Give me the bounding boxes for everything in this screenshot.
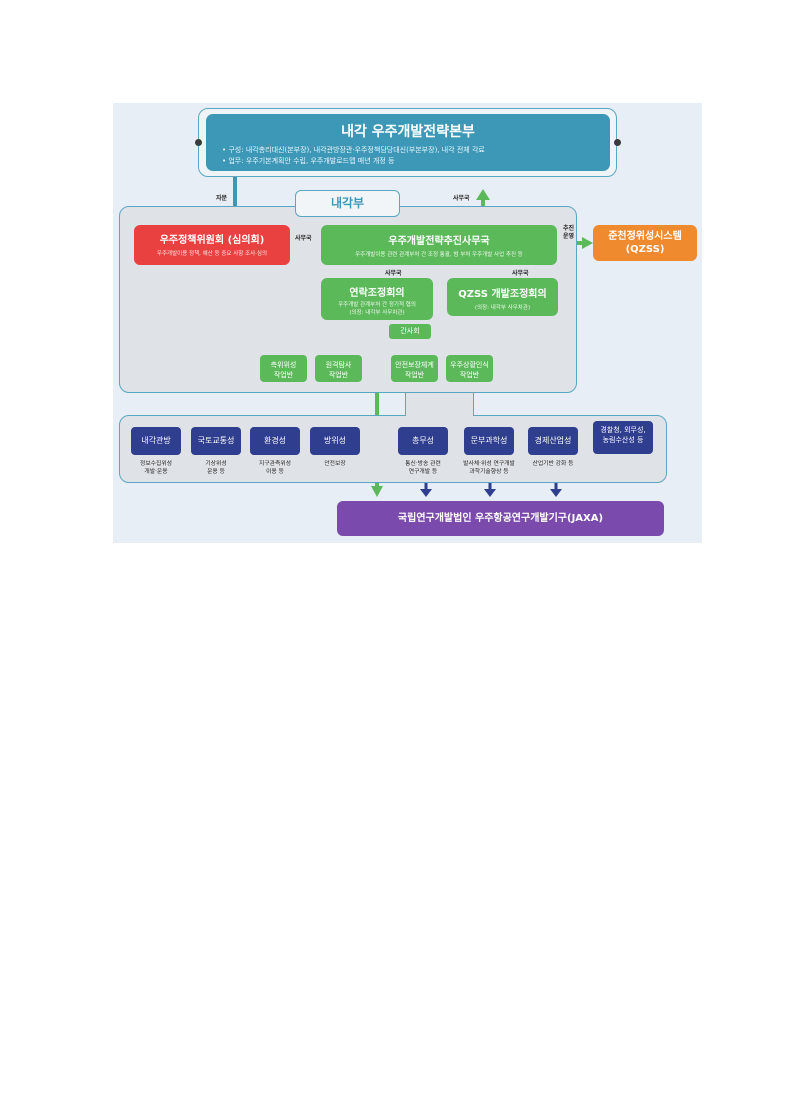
secretariat-up-label: 사무국	[453, 195, 470, 202]
headquarters-title: 내각 우주개발전략본부	[341, 124, 475, 140]
headquarters-box: 내각 우주개발전략본부 • 구성: 내각총리대신(본부장), 내각관방장관·우주…	[206, 114, 610, 171]
qzss-council-box: QZSS 개발조정회의 (의장: 내각부 사무차관)	[447, 278, 558, 316]
secretariat-qzss-label: 사무국	[512, 270, 529, 277]
ministry-desc-line: 정보수집위성	[140, 461, 172, 467]
jaxa-box: 국립연구개발법인 우주항공연구개발기구(JAXA)	[337, 501, 664, 536]
working-group-label: 작업반	[273, 371, 294, 379]
ministry-others-line1: 경찰청, 외무성,	[600, 426, 646, 434]
ministry-desc: 발사체·위성 연구개발 과학기술향상 등	[449, 460, 529, 476]
ministry-desc-line: 연구개발 등	[408, 469, 438, 475]
working-group-label: 작업반	[328, 371, 349, 379]
qzss-system-line1: 준천정위성시스템	[608, 231, 682, 242]
frame-dot-left	[195, 139, 202, 146]
ministry-desc-line: 이용 등	[266, 469, 284, 475]
qzss-council-title: QZSS 개발조정회의	[458, 289, 547, 300]
liaison-desc2: (의장: 내각부 사무차관)	[349, 309, 405, 316]
ministry-desc-line: 산업기반 강화 등	[532, 461, 574, 467]
working-group-label: 측위위성	[270, 361, 297, 369]
working-group-label: 안전보장체계	[395, 361, 434, 369]
secretariat-desc: 우주개발이용 관련 관계부처 간 조정 통괄, 범 부처 우주개발 사업 추진 …	[355, 252, 523, 258]
ministry-meti: 경제산업성	[528, 427, 578, 455]
ministry-cabinet-secretariat: 내각관방	[131, 427, 181, 455]
ministry-desc: 통신·방송 관련 연구개발 등	[388, 460, 458, 476]
ministry-arrow-1	[420, 489, 432, 497]
qzss-system-line2: (QZSS)	[625, 244, 665, 255]
ministry-desc: 정보수집위성 개발·운용	[121, 460, 191, 476]
ministry-desc: 산업기반 강화 등	[518, 460, 588, 468]
liaison-title: 연락조정회의	[349, 288, 405, 299]
secretariat-up-arrow-head	[476, 189, 490, 200]
report-label: 자문	[216, 195, 228, 202]
headquarters-line1: • 구성: 내각총리대신(본부장), 내각관방장관·우주정책담당대신(부본부장)…	[222, 146, 485, 154]
headquarters-line2: • 업무: 우주기본계획안 수립, 우주개발로드맵 매년 개정 등	[222, 157, 395, 165]
ministry-desc: 안전보장	[300, 460, 370, 468]
ministry-desc-line: 안전보장	[324, 461, 346, 467]
container-connector	[405, 393, 474, 416]
ministry-desc-line: 통신·방송 관련	[405, 461, 441, 467]
working-group-label: 원격탐사	[325, 361, 352, 369]
ministry-mlit: 국토교통성	[191, 427, 241, 455]
working-group-remote-sensing: 원격탐사 작업반	[315, 355, 362, 382]
ministry-defense: 방위성	[310, 427, 360, 455]
working-group-label: 작업반	[459, 371, 480, 379]
ministry-desc-line: 기상위성	[205, 461, 227, 467]
liaison-desc1: 우주개발 관계부처 간 정기적 협의	[338, 302, 416, 308]
ministry-mext: 문부과학성	[464, 427, 514, 455]
qzss-system-box: 준천정위성시스템 (QZSS)	[593, 225, 697, 261]
promote-arrow-head	[582, 237, 593, 249]
secretariat-box: 우주개발전략추진사무국 우주개발이용 관련 관계부처 간 조정 통괄, 범 부처…	[321, 225, 557, 265]
ministry-others-line2: 농림수산성 등	[602, 436, 644, 444]
working-group-ssa: 우주상황인식 작업반	[446, 355, 493, 382]
working-group-security: 안전보장체계 작업반	[391, 355, 438, 382]
promote-label-1: 추진	[563, 225, 575, 232]
ministry-desc-line: 지구관측위성	[259, 461, 291, 467]
ministry-desc: 기상위성 운용 등	[181, 460, 251, 476]
working-group-positioning: 측위위성 작업반	[260, 355, 307, 382]
executive-meeting-box: 간사회	[389, 324, 431, 339]
secretariat-title: 우주개발전략추진사무국	[388, 236, 490, 247]
jaxa-green-arrow-head	[371, 486, 383, 497]
ministry-others: 경찰청, 외무성, 농림수산성 등	[593, 421, 653, 454]
committee-title: 우주정책위원회 (심의회)	[159, 235, 265, 246]
ministry-mic: 총무성	[398, 427, 448, 455]
committee-desc: 우주개발이용 정책, 예산 등 중요 사항 조사·심의	[156, 251, 268, 257]
qzss-council-desc: (의장: 내각부 사무차관)	[474, 305, 531, 311]
ministry-environment: 환경성	[250, 427, 300, 455]
secretariat-left-label: 사무국	[295, 235, 312, 242]
ministry-desc: 지구관측위성 이용 등	[240, 460, 310, 476]
ministry-desc-line: 운용 등	[207, 469, 225, 475]
ministry-desc-line: 과학기술향상 등	[469, 469, 509, 475]
ministry-desc-line: 발사체·위성 연구개발	[463, 461, 515, 467]
liaison-council-box: 연락조정회의 우주개발 관계부처 간 정기적 협의 (의장: 내각부 사무차관)	[321, 278, 433, 320]
frame-dot-right	[614, 139, 621, 146]
working-group-label: 작업반	[404, 371, 425, 379]
secretariat-liaison-label: 사무국	[385, 270, 402, 277]
ministry-arrow-3	[550, 489, 562, 497]
cabinet-office-tab: 내각부	[295, 190, 400, 217]
working-group-label: 우주상황인식	[450, 361, 489, 369]
ministry-desc-line: 개발·운용	[144, 469, 168, 475]
ministry-arrow-2	[484, 489, 496, 497]
promote-label-2: 운영	[563, 233, 575, 240]
space-policy-committee: 우주정책위원회 (심의회) 우주개발이용 정책, 예산 등 중요 사항 조사·심…	[134, 225, 290, 265]
